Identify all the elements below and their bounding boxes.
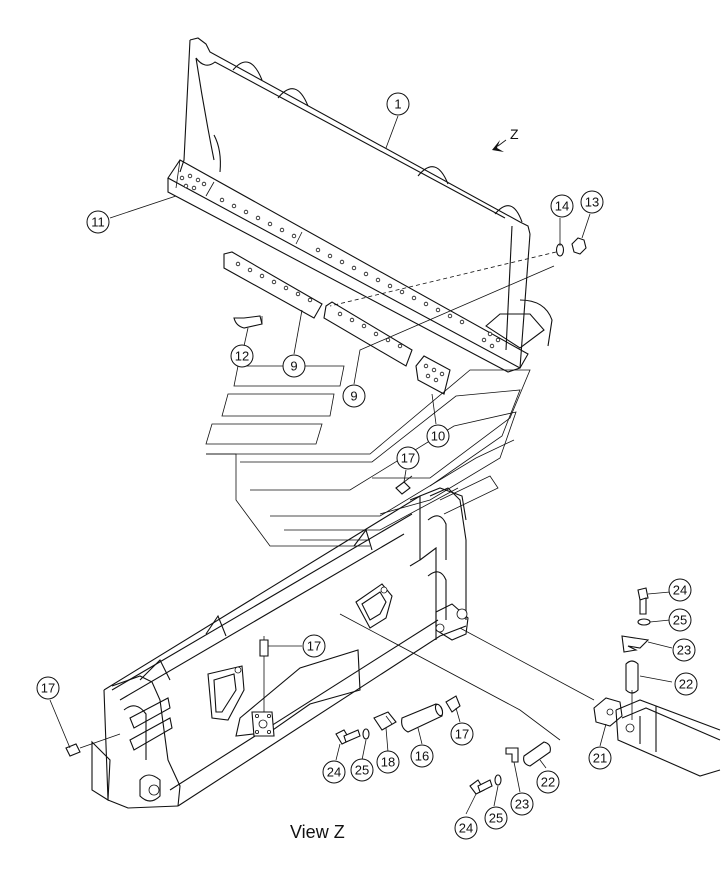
callout-12: 12 bbox=[230, 344, 254, 368]
nut bbox=[571, 237, 587, 255]
grease-fitting-mid bbox=[259, 636, 269, 712]
callouts: 1 11 14 13 12 9 9 10 17 17 17 17 24 25 2… bbox=[36, 92, 698, 840]
callout-22-lower: 22 bbox=[536, 770, 560, 794]
callout-25-right: 25 bbox=[668, 608, 692, 632]
callout-25-bottom: 25 bbox=[484, 806, 508, 830]
svg-text:17: 17 bbox=[401, 451, 415, 466]
pin-short bbox=[373, 711, 397, 731]
blade-assembly bbox=[167, 37, 553, 373]
cutting-edge-right bbox=[323, 301, 413, 367]
hidden-blade-outline bbox=[205, 365, 531, 547]
direction-label: Z bbox=[510, 126, 519, 142]
svg-text:10: 10 bbox=[431, 429, 445, 444]
svg-text:17: 17 bbox=[41, 681, 55, 696]
svg-text:12: 12 bbox=[235, 349, 249, 364]
end-bit bbox=[415, 355, 451, 395]
clip-lower bbox=[505, 747, 519, 763]
svg-text:21: 21 bbox=[593, 751, 607, 766]
view-label: View Z bbox=[290, 822, 345, 842]
callout-9-right: 9 bbox=[342, 384, 366, 408]
washer-bottom bbox=[494, 774, 502, 786]
callout-16: 16 bbox=[410, 744, 434, 768]
svg-text:22: 22 bbox=[679, 677, 693, 692]
bolt-right bbox=[637, 587, 649, 615]
svg-text:25: 25 bbox=[673, 613, 687, 628]
grease-fitting-right bbox=[445, 695, 461, 713]
arm-end bbox=[615, 699, 721, 777]
push-frame bbox=[91, 487, 469, 809]
blade-bolt-holes bbox=[179, 173, 501, 349]
callout-9-left: 9 bbox=[282, 354, 306, 378]
grease-fitting-left bbox=[65, 733, 121, 757]
svg-text:1: 1 bbox=[394, 97, 401, 112]
svg-text:11: 11 bbox=[91, 215, 105, 230]
washer-right bbox=[637, 618, 651, 626]
pin-right bbox=[625, 660, 639, 720]
callout-24-lower: 24 bbox=[322, 760, 346, 784]
svg-text:23: 23 bbox=[515, 797, 529, 812]
bolt-bottom bbox=[469, 779, 493, 795]
view-direction-arrow: Z bbox=[492, 126, 519, 152]
pivot-block bbox=[593, 697, 623, 727]
svg-text:25: 25 bbox=[489, 811, 503, 826]
callout-23-lower: 23 bbox=[510, 792, 534, 816]
svg-text:24: 24 bbox=[327, 765, 341, 780]
washer-lower-left bbox=[362, 728, 370, 740]
callout-11: 11 bbox=[86, 210, 110, 234]
callout-14: 14 bbox=[550, 194, 574, 218]
svg-text:13: 13 bbox=[585, 195, 599, 210]
svg-text:17: 17 bbox=[307, 639, 321, 654]
svg-text:24: 24 bbox=[459, 821, 473, 836]
callout-10: 10 bbox=[426, 424, 450, 448]
callout-23-right: 23 bbox=[672, 638, 696, 662]
callout-24-right: 24 bbox=[668, 578, 692, 602]
grease-fitting-top bbox=[395, 475, 413, 495]
svg-text:14: 14 bbox=[555, 199, 569, 214]
cutting-edge-left bbox=[223, 251, 323, 319]
svg-text:17: 17 bbox=[455, 727, 469, 742]
callout-18: 18 bbox=[376, 750, 400, 774]
callout-17-mid: 17 bbox=[302, 634, 326, 658]
callout-17-top: 17 bbox=[396, 446, 420, 470]
bolt-lower-left bbox=[335, 729, 361, 745]
plow-bolt bbox=[233, 315, 263, 329]
callout-21: 21 bbox=[588, 746, 612, 770]
pin-lower bbox=[523, 741, 551, 767]
svg-text:25: 25 bbox=[355, 763, 369, 778]
svg-text:22: 22 bbox=[541, 775, 555, 790]
callout-25-lower: 25 bbox=[350, 758, 374, 782]
callout-22-right: 22 bbox=[674, 672, 698, 696]
callout-24-bottom: 24 bbox=[454, 816, 478, 840]
svg-text:18: 18 bbox=[381, 755, 395, 770]
svg-text:16: 16 bbox=[415, 749, 429, 764]
svg-text:9: 9 bbox=[290, 359, 297, 374]
callout-17-right: 17 bbox=[450, 722, 474, 746]
pin-long bbox=[401, 703, 444, 733]
callout-17-left: 17 bbox=[36, 676, 60, 700]
svg-text:23: 23 bbox=[677, 643, 691, 658]
callout-1: 1 bbox=[386, 92, 410, 116]
clip-right bbox=[621, 635, 650, 653]
callout-13: 13 bbox=[580, 190, 604, 214]
svg-text:9: 9 bbox=[350, 389, 357, 404]
svg-text:24: 24 bbox=[673, 583, 687, 598]
